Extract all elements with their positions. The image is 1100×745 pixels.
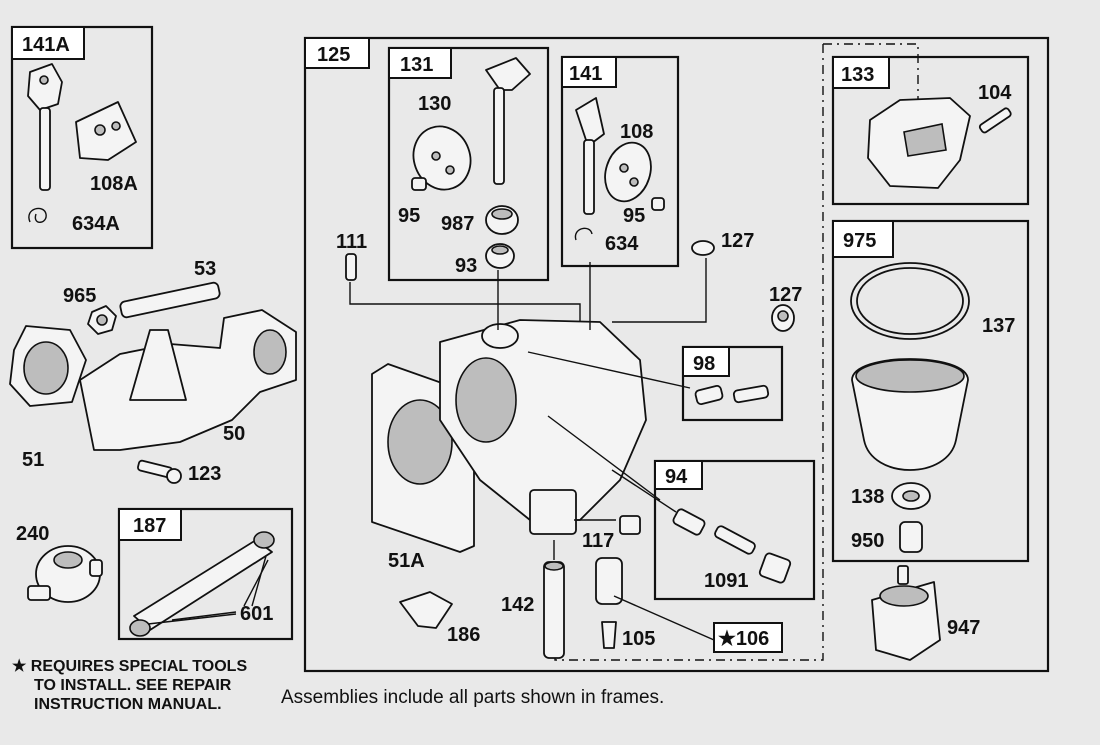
frame-187[interactable]: 187 xyxy=(117,507,294,641)
callout-117: 117 xyxy=(582,530,614,552)
frame-label-141: 141 xyxy=(569,63,602,85)
frame-label-131: 131 xyxy=(400,54,433,76)
assemblies-caption: Assemblies include all parts shown in fr… xyxy=(281,687,664,708)
callout-105: 105 xyxy=(622,628,655,650)
special-tools-note-line1: ★ REQUIRES SPECIAL TOOLS xyxy=(12,658,247,675)
frame-131[interactable]: 131 xyxy=(387,46,550,282)
frame-label-98: 98 xyxy=(693,353,715,375)
callout-950: 950 xyxy=(851,530,884,552)
seal-127a-part[interactable] xyxy=(691,240,715,256)
frame-98[interactable]: 98 xyxy=(681,345,784,422)
choke-plate-130-part[interactable] xyxy=(405,118,480,197)
frame-label-125: 125 xyxy=(317,44,350,66)
special-tools-note-line3: INSTRUCTION MANUAL. xyxy=(34,696,222,713)
frame-141[interactable]: 141 xyxy=(560,55,680,268)
callout-130: 130 xyxy=(418,93,451,115)
callout-50: 50 xyxy=(223,423,245,445)
frame-label-975: 975 xyxy=(843,230,876,252)
callout-93: 93 xyxy=(455,255,477,277)
jet-106-part[interactable] xyxy=(595,557,623,605)
callout-108: 108 xyxy=(620,121,653,143)
screw-123-part[interactable] xyxy=(137,459,182,484)
bowl-nut-950-part[interactable] xyxy=(899,521,923,553)
callout-601: 601 xyxy=(240,603,273,625)
callout-987: 987 xyxy=(441,213,474,235)
bowl-clamp-133-part[interactable] xyxy=(867,97,971,189)
frame-label-94: 94 xyxy=(665,466,688,488)
frame-141A[interactable]: 141A xyxy=(10,25,154,250)
spring-634-part[interactable] xyxy=(574,227,593,241)
carburetor-body-part[interactable] xyxy=(439,319,647,535)
frame-106[interactable]: ★106 xyxy=(713,622,783,653)
callout-104: 104 xyxy=(978,82,1012,104)
callout-634A: 634A xyxy=(72,213,120,235)
callout-947: 947 xyxy=(947,617,980,639)
frame-975[interactable]: 975 xyxy=(831,219,1030,563)
dash-frame-133-975 xyxy=(554,43,919,661)
nut-965-part[interactable] xyxy=(87,305,117,335)
needle-105-part[interactable] xyxy=(601,621,617,649)
special-tools-note-line2: TO INSTALL. SEE REPAIR xyxy=(34,677,232,694)
fuel-line-187-part[interactable] xyxy=(129,531,275,637)
primer-240-part[interactable] xyxy=(27,545,103,603)
frame-133[interactable]: 133 xyxy=(831,55,1030,206)
choke-shaft-131-part[interactable] xyxy=(485,57,531,185)
screw-95b-part[interactable] xyxy=(651,197,665,211)
callout-95a: 95 xyxy=(398,205,420,227)
callout-127a: 127 xyxy=(721,230,754,252)
idle-screw-111-part[interactable] xyxy=(345,253,357,281)
governor-shaft-141A-part[interactable] xyxy=(27,63,63,191)
fitting-186-part[interactable] xyxy=(399,591,453,629)
frame-label-141A: 141A xyxy=(22,34,70,56)
frame-label-187: 187 xyxy=(133,515,166,537)
callout-634: 634 xyxy=(605,233,639,255)
callout-53: 53 xyxy=(194,258,216,280)
callout-51A: 51A xyxy=(388,550,425,572)
callout-123: 123 xyxy=(188,463,221,485)
throttle-plate-108-part[interactable] xyxy=(598,137,658,208)
idle-screw-98-part[interactable] xyxy=(694,384,770,405)
bushing-987-part[interactable] xyxy=(485,205,519,235)
screw-95-part[interactable] xyxy=(411,177,427,191)
stud-53-part[interactable] xyxy=(119,281,221,319)
intake-manifold-50-part[interactable] xyxy=(79,309,297,451)
frame-125[interactable]: 125 xyxy=(303,36,1050,673)
nozzle-142-part[interactable] xyxy=(543,561,565,659)
pin-104-part[interactable] xyxy=(978,107,1012,134)
washer-138-part[interactable] xyxy=(891,482,931,510)
governor-plate-108A-part[interactable] xyxy=(75,101,137,161)
bowl-gasket-975-part[interactable] xyxy=(850,262,970,340)
seal-93-part[interactable] xyxy=(485,243,515,269)
callout-138: 138 xyxy=(851,486,884,508)
callout-111: 111 xyxy=(336,231,367,253)
callout-108A: 108A xyxy=(90,173,138,195)
callout-142: 142 xyxy=(501,594,534,616)
callout-127b: 127 xyxy=(769,284,802,306)
callout-95b: 95 xyxy=(623,205,645,227)
frame-label-106: ★106 xyxy=(718,628,769,650)
frame-94[interactable]: 94 xyxy=(653,459,816,601)
seal-127b-part[interactable] xyxy=(771,304,795,332)
callout-51: 51 xyxy=(22,449,44,471)
callout-137: 137 xyxy=(982,315,1015,337)
frame-label-133: 133 xyxy=(841,64,874,86)
solenoid-947-part[interactable] xyxy=(871,565,941,661)
callout-240: 240 xyxy=(16,523,49,545)
spring-634A-part[interactable] xyxy=(28,207,47,223)
connector-lines xyxy=(147,258,715,641)
nut-117-part[interactable] xyxy=(619,515,641,535)
throttle-shaft-141-part[interactable] xyxy=(575,97,605,215)
needle-valve-94-part[interactable] xyxy=(672,508,792,584)
float-bowl-137-part[interactable] xyxy=(851,358,969,471)
gasket-51-part[interactable] xyxy=(9,325,87,407)
callout-965: 965 xyxy=(63,285,96,307)
callout-186: 186 xyxy=(447,624,480,646)
callout-1091: 1091 xyxy=(704,570,749,592)
